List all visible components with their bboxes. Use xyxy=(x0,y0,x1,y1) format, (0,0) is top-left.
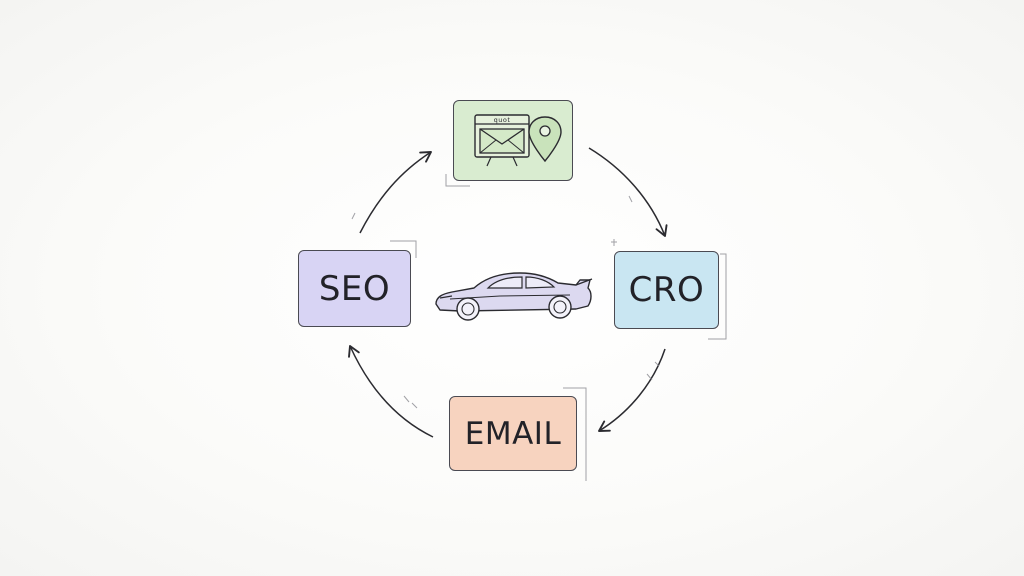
arrow-cro-to-email xyxy=(598,348,666,432)
arrow-email-to-seo xyxy=(348,345,434,438)
node-seo: SEO xyxy=(298,250,411,327)
arrow-seo-to-top xyxy=(359,151,432,234)
node-cro-label: CRO xyxy=(628,270,705,310)
sports-car-icon xyxy=(435,272,593,321)
node-email: EMAIL xyxy=(449,396,577,471)
node-seo-label: SEO xyxy=(318,268,391,309)
sketch-marks xyxy=(351,103,727,481)
arrow-top-to-cro xyxy=(588,147,668,237)
node-email-label: EMAIL xyxy=(464,415,562,452)
node-email-location: quot xyxy=(453,100,573,181)
email-location-icon: quot xyxy=(474,113,562,166)
node-cro: CRO xyxy=(614,251,719,329)
icon-caption: quot xyxy=(494,116,511,124)
